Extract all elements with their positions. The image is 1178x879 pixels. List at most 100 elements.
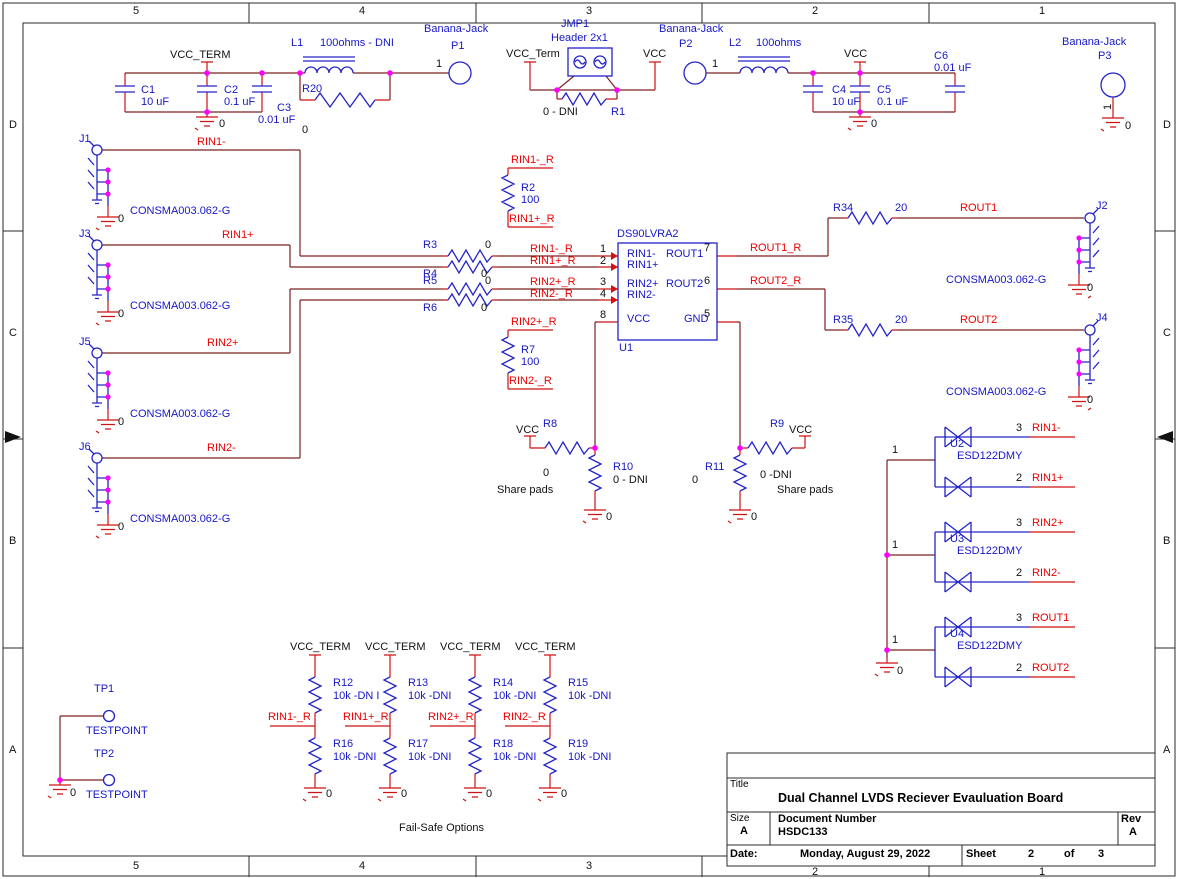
zone-col-2-top: 2 — [812, 5, 819, 17]
r8-ref: R8 — [543, 418, 558, 430]
r11-ref: R11 — [705, 461, 725, 473]
j3-ref: J3 — [79, 228, 91, 240]
net-rout2-j4: ROUT2 — [960, 314, 998, 326]
p3-banana-jack-icon — [1100, 72, 1126, 98]
u1-pin-4: 4 — [600, 288, 607, 300]
vcc-label-1: VCC — [643, 48, 667, 60]
zone-arrow-left-icon — [5, 431, 21, 443]
net-rin1m-r-fs: RIN1-_R — [268, 711, 311, 723]
vcc-label-4: VCC — [789, 424, 813, 436]
zone-row-c-left: C — [9, 327, 17, 339]
date-value: Monday, August 29, 2022 — [800, 848, 931, 860]
vcc-term-fs3: VCC_TERM — [440, 641, 501, 653]
u1-pin-8: 8 — [600, 309, 607, 321]
r2-value: 100 — [521, 194, 540, 206]
r17-value: 10k -DNI — [408, 751, 452, 763]
r34-ref: R34 — [833, 202, 854, 214]
p1-pin-1: 1 — [436, 58, 443, 70]
gnd-0-topmid: 0 — [871, 118, 878, 130]
r7-ref: R7 — [521, 344, 536, 356]
p1-banana-jack-icon — [448, 61, 472, 85]
size-label: Size — [730, 813, 750, 824]
u1-pin-3: 3 — [600, 276, 607, 288]
r35-ref: R35 — [833, 314, 854, 326]
r34-value: 20 — [895, 202, 908, 214]
r17-ref: R17 — [408, 738, 429, 750]
zone-arrow-right-icon — [1157, 431, 1173, 443]
u3-part: ESD122DMY — [957, 545, 1023, 557]
jmp1-ref: JMP1 — [561, 18, 590, 30]
r5-ref: R5 — [423, 275, 438, 287]
l2-ref: L2 — [729, 37, 742, 49]
r6-value: 0 — [481, 302, 488, 314]
u1-pin-2: 2 — [600, 255, 607, 267]
zone-col-1-bottom: 1 — [1039, 866, 1046, 878]
c6-value: 0.01 uF — [934, 62, 972, 74]
net-rin1-plus-esd: RIN1+ — [1032, 472, 1064, 484]
p2-ref: P2 — [679, 38, 693, 50]
gnd-0-r11: 0 — [751, 511, 758, 523]
vcc-label-3: VCC — [516, 424, 540, 436]
u1-pin-7: 7 — [704, 242, 711, 254]
p2-part: Banana-Jack — [659, 23, 724, 35]
zone-row-d-right: D — [1163, 119, 1171, 131]
zone-row-b-right: B — [1163, 535, 1171, 547]
zone-col-3-top: 3 — [586, 5, 593, 17]
sheet-total: 3 — [1098, 848, 1105, 860]
j4-part: CONSMA003.062-G — [946, 386, 1047, 398]
gnd-0-tp: 0 — [70, 787, 77, 799]
j1-ref: J1 — [79, 133, 91, 145]
r16-ref: R16 — [333, 738, 354, 750]
p3-pin-1: 1 — [1102, 103, 1114, 110]
r5-value: 0 — [485, 275, 492, 287]
c2-ref: C2 — [224, 84, 239, 96]
p1-part: Banana-Jack — [424, 23, 489, 35]
net-rin2-minus-j6: RIN2- — [207, 442, 236, 454]
gnd-0-j4: 0 — [1087, 394, 1094, 406]
r8-value: 0 — [543, 467, 550, 479]
share-pads-2: Share pads — [777, 484, 834, 496]
zone-col-3-bottom: 3 — [586, 860, 593, 872]
gnd-0-j6: 0 — [118, 521, 125, 533]
u1-part: DS90LVRA2 — [617, 228, 679, 240]
net-rin2p-r-fs: RIN2+_R — [428, 711, 474, 723]
r10-value: 0 - DNI — [613, 474, 648, 486]
share-pads-1: Share pads — [497, 484, 554, 496]
gnd-0-fs2: 0 — [401, 788, 408, 800]
c4-value: 10 uF — [832, 96, 861, 108]
zone-col-1-top: 1 — [1039, 5, 1046, 17]
u2-ref: U2 — [950, 438, 965, 450]
r7-value: 100 — [521, 356, 540, 368]
j2-ref: J2 — [1096, 200, 1108, 212]
tp1-testpoint-icon — [102, 709, 116, 723]
net-rin2m-r-r7: RIN2-_R — [509, 375, 552, 387]
net-rin1-minus-esd: RIN1- — [1032, 422, 1061, 434]
tp2-part: TESTPOINT — [86, 789, 148, 801]
r19-value: 10k -DNI — [568, 751, 612, 763]
date-label: Date: — [730, 848, 758, 860]
tp1-ref: TP1 — [94, 683, 115, 695]
j6-part: CONSMA003.062-G — [130, 513, 231, 525]
sheet-label: Sheet — [966, 848, 996, 860]
net-rin2-plus-esd: RIN2+ — [1032, 517, 1064, 529]
zone-col-5-bottom: 5 — [133, 860, 140, 872]
p2-pin-1: 1 — [712, 58, 719, 70]
c4-ref: C4 — [832, 84, 847, 96]
u1-pinname-rin2m: RIN2- — [627, 289, 656, 301]
rev-value: A — [1129, 826, 1137, 838]
u1-ref: U1 — [619, 342, 634, 354]
zone-col-4-top: 4 — [359, 5, 366, 17]
net-rout1-esd: ROUT1 — [1032, 612, 1070, 624]
net-rin1m-r-row: RIN1-_R — [530, 243, 573, 255]
gnd-0-fs3: 0 — [486, 788, 493, 800]
vcc-term-label-1: VCC_TERM — [170, 49, 231, 61]
r35-value: 20 — [895, 314, 908, 326]
r4-value: 0 — [481, 268, 488, 280]
gnd-0-j3: 0 — [118, 308, 125, 320]
gnd-0-p3: 0 — [1125, 120, 1132, 132]
net-rin1p-r-r2: RIN1+_R — [509, 213, 555, 225]
zone-row-b-left: B — [9, 535, 17, 547]
r18-value: 10k -DNI — [493, 751, 537, 763]
doc-number-label: Document Number — [778, 813, 877, 825]
